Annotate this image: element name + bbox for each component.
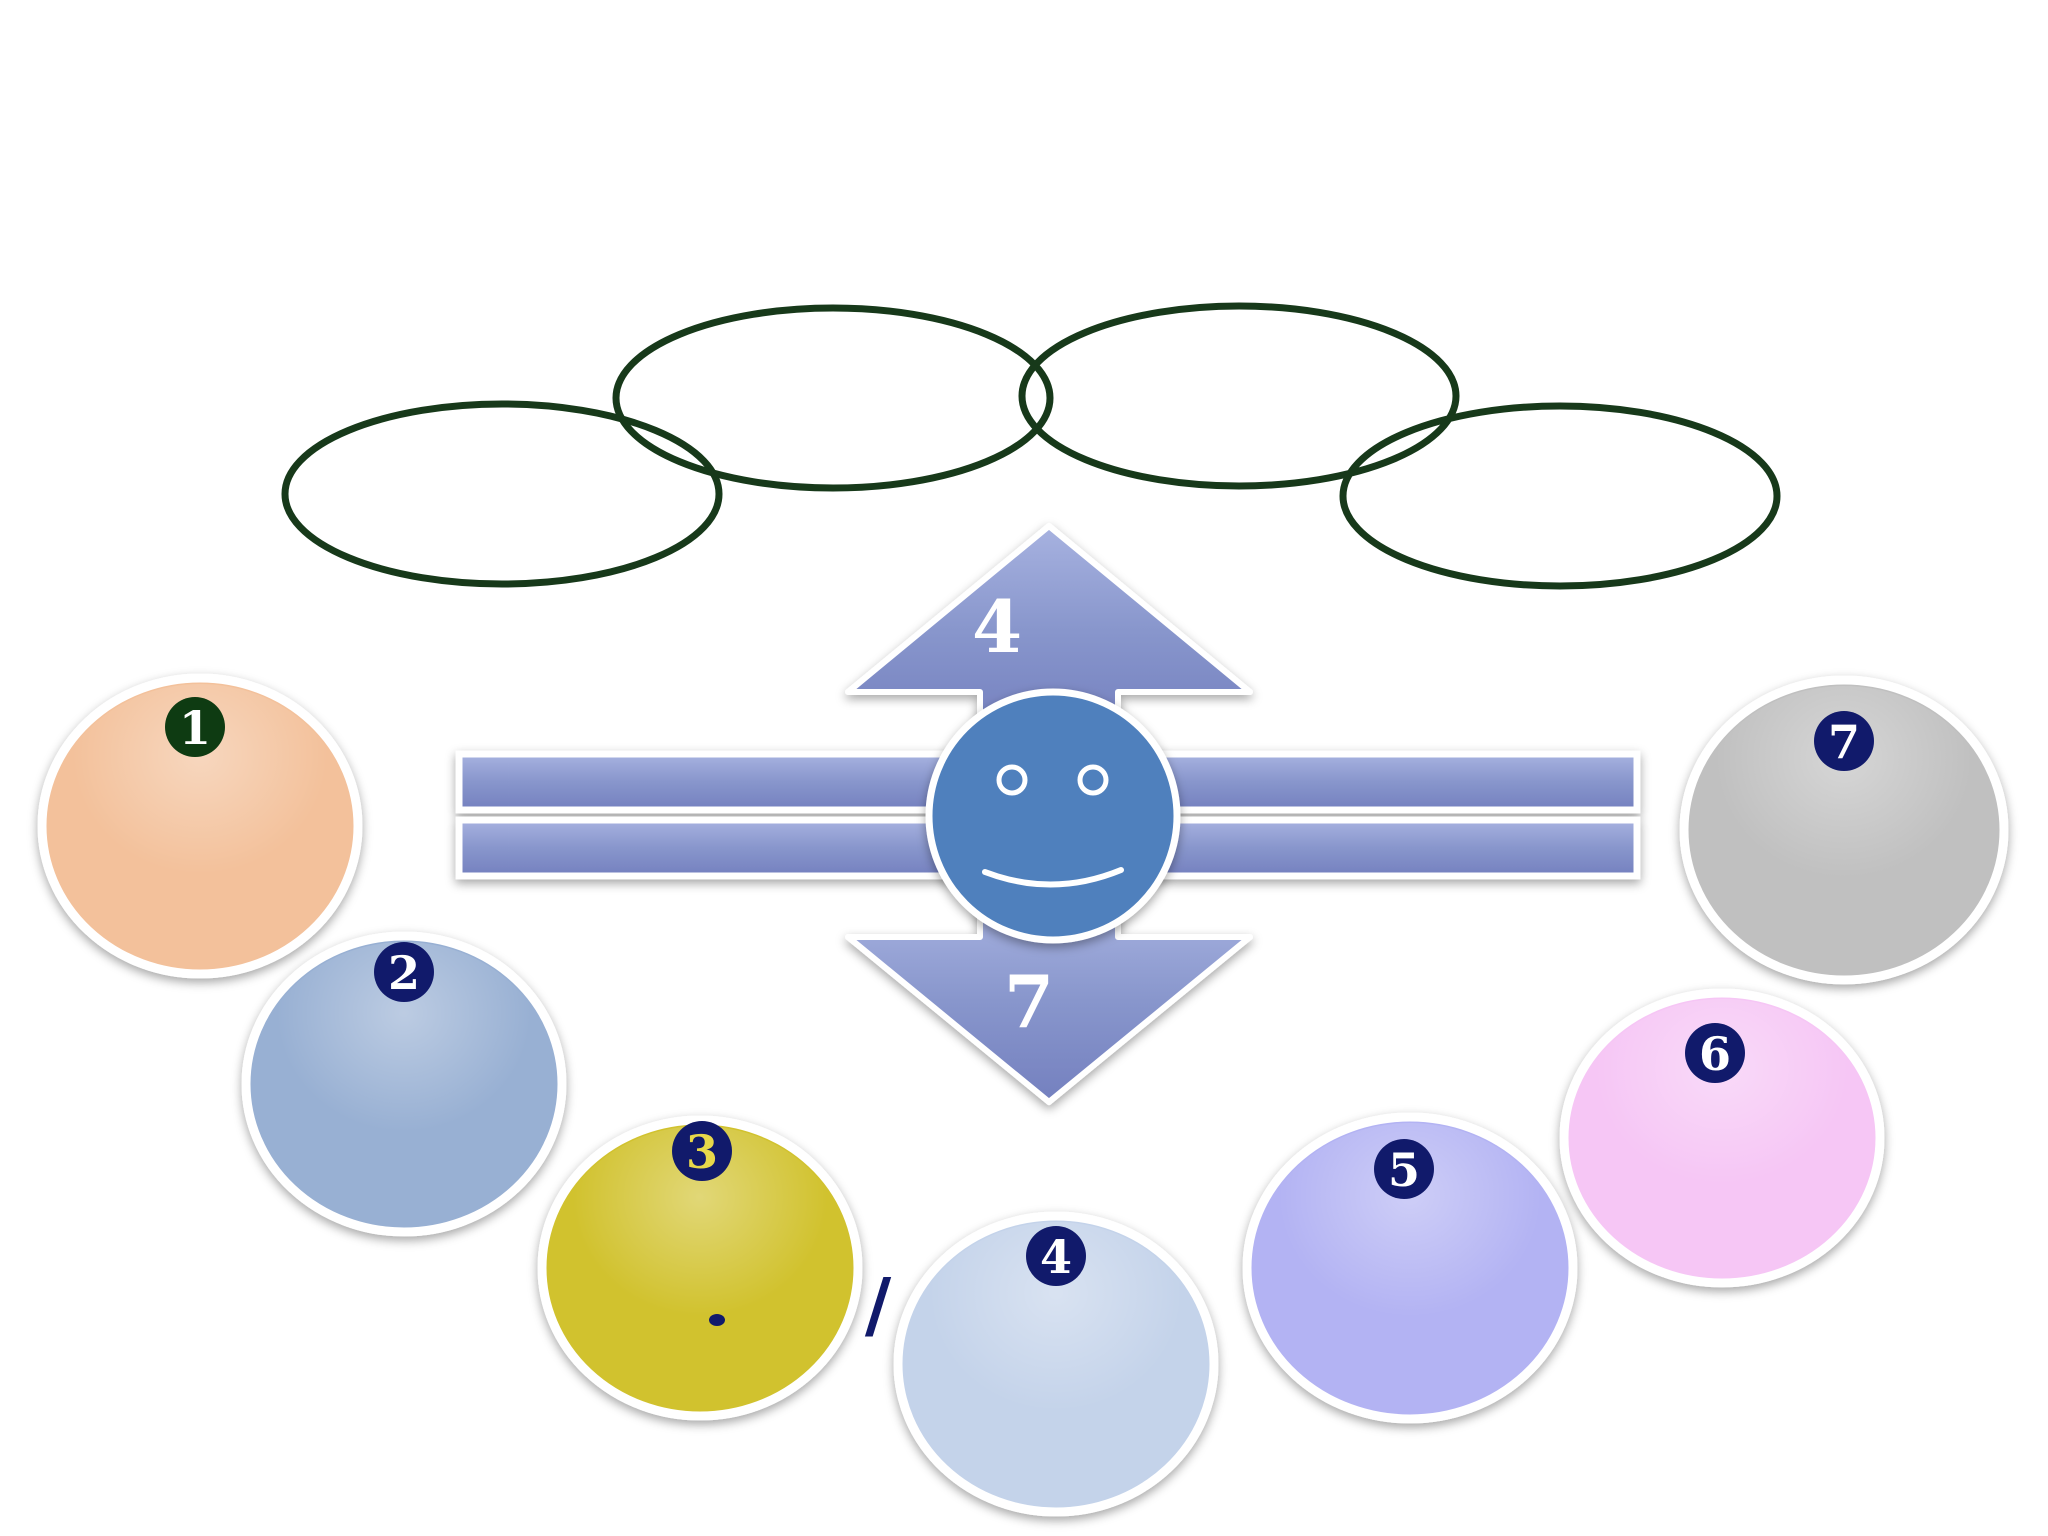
step-circle-gloss [1690,686,1998,974]
step-circle-gloss [904,1222,1208,1506]
oval-4 [1339,402,1781,590]
step-circle-5: 5 [1242,1112,1578,1424]
step-badge [1685,1023,1745,1083]
step-circle-gloss [252,942,556,1226]
oval-1 [281,400,723,588]
step-badge-number: 6 [1699,1027,1731,1081]
step-circle-gloss [48,684,352,968]
smiley-right-eye [1077,764,1109,796]
oval-chain [281,302,1781,590]
step-badge [374,942,434,1002]
step-badge [1374,1139,1434,1199]
step-circle-7: 7 [1679,675,2009,985]
step-badge-number: 2 [388,946,420,1000]
step-circle-gloss [548,1126,852,1410]
step-badge [672,1121,732,1181]
step-circle-gloss [1253,1123,1567,1413]
step-badge-number: 5 [1388,1143,1420,1197]
numbered-circles: 1 2 3 4 5 6 7 [37,673,2009,1517]
smiley-left-eye [996,764,1028,796]
step-circle-6: 6 [1559,988,1885,1288]
step-badge-number: 3 [686,1125,718,1179]
step-badge [1026,1226,1086,1286]
step-badge [1814,711,1874,771]
step-mark-dot [709,1314,725,1326]
arrow-down-label: 7 [1004,959,1054,1044]
slash-mark: / [865,1263,892,1347]
step-circle-2: 2 [241,931,567,1237]
smiley-face-icon [925,688,1181,944]
oval-2 [612,304,1054,492]
step-circle-gloss [1570,999,1874,1277]
step-badge [165,697,225,757]
oval-3 [1018,302,1460,490]
smiley-mouth [982,867,1124,888]
step-circle-1: 1 [37,673,363,979]
step-circle-4: 4 [893,1211,1219,1517]
step-badge-number: 1 [179,701,211,755]
step-badge-number: 7 [1828,715,1860,769]
arrow-up-label: 4 [972,584,1022,669]
step-badge-number: 4 [1040,1230,1072,1284]
step-circle-3: 3 [537,1115,863,1421]
